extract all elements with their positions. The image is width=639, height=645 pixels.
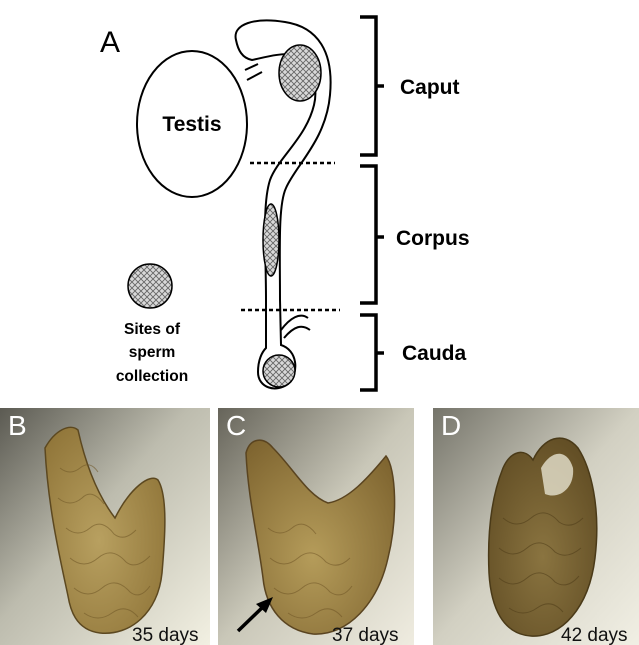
photo-panel-d: D 42 days bbox=[433, 408, 639, 645]
panel-label-a: A bbox=[100, 26, 120, 59]
caput-label: Caput bbox=[400, 76, 460, 99]
epididymis-photo-b bbox=[0, 408, 210, 645]
testis-label: Testis bbox=[162, 113, 221, 136]
epididymis-diagram: A Testis Caput Corpus Cauda Sites of spe… bbox=[0, 0, 639, 405]
corpus-collection-site bbox=[263, 204, 279, 276]
vas-deferens bbox=[281, 316, 310, 338]
cauda-collection-site bbox=[263, 355, 295, 387]
legend-text-line2: sperm bbox=[129, 344, 176, 361]
caput-bracket bbox=[360, 17, 384, 155]
epididymis-photo-d bbox=[433, 408, 639, 645]
age-label-42-days: 42 days bbox=[561, 625, 628, 645]
legend-text-line3: collection bbox=[116, 368, 188, 385]
cauda-label: Cauda bbox=[402, 342, 467, 365]
panel-label-c: C bbox=[226, 410, 246, 442]
epididymis-photo-c bbox=[218, 408, 414, 645]
legend-text-line1: Sites of bbox=[124, 321, 181, 338]
age-label-35-days: 35 days bbox=[132, 625, 199, 645]
panel-label-b: B bbox=[8, 410, 27, 442]
photo-panel-b: B 35 days bbox=[0, 408, 210, 645]
panel-label-d: D bbox=[441, 410, 461, 442]
corpus-label: Corpus bbox=[396, 227, 470, 250]
legend-collection-site-symbol bbox=[128, 264, 172, 308]
efferent-duct bbox=[245, 64, 262, 80]
cauda-bracket bbox=[360, 315, 384, 390]
age-label-37-days: 37 days bbox=[332, 625, 399, 645]
photo-panel-c: C 37 days bbox=[218, 408, 414, 645]
caput-collection-site bbox=[279, 45, 321, 101]
corpus-bracket bbox=[360, 166, 384, 303]
